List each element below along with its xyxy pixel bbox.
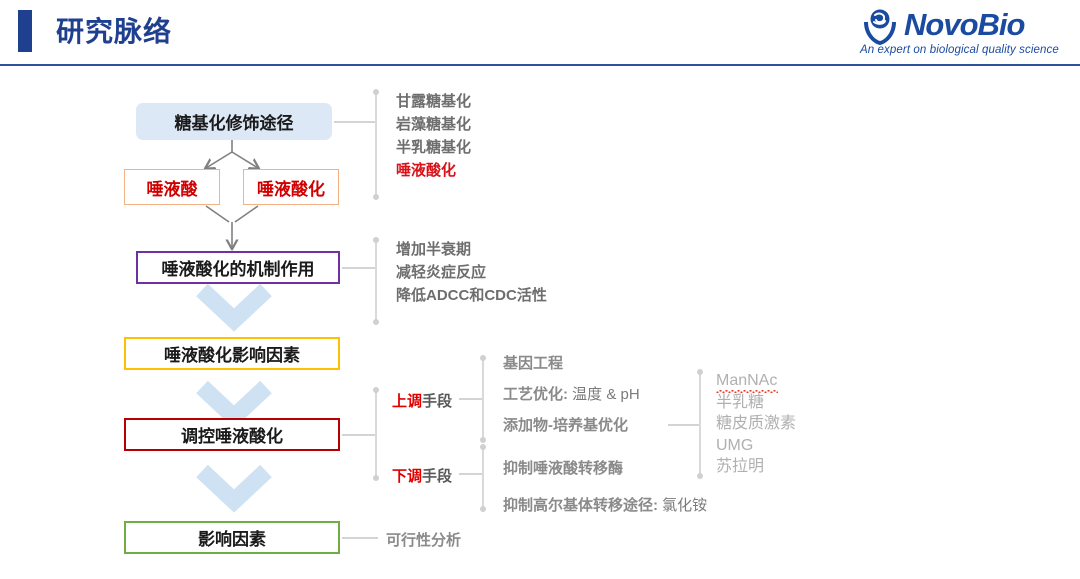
branch-label-downregulate: 下调手段 — [392, 465, 452, 486]
branch-label-upregulate: 上调手段 — [392, 390, 452, 411]
connector-down-dot-bottom — [480, 506, 486, 512]
connector-additives-v — [699, 372, 701, 476]
branch-item-inhibit-sialyltransferase: 抑制唾液酸转移酶 — [503, 457, 623, 478]
branch-item-inhibit-golgi: 抑制高尔基体转移途径: 氯化铵 — [503, 494, 707, 515]
connector-influence-h — [342, 537, 378, 539]
box-factors-label: 唾液酸化影响因素 — [164, 346, 300, 365]
connector-glyco-h — [334, 121, 376, 123]
connector-mechanism-dot-bottom — [373, 319, 379, 325]
list-item: 半乳糖基化 — [396, 139, 472, 156]
branch-item-process-optimization-tail: 温度 & pH — [568, 386, 640, 403]
connector-mechanism-v — [375, 240, 377, 322]
connector-regulation-v — [375, 390, 377, 478]
list-item: 增加半衰期 — [396, 241, 472, 258]
header-divider — [0, 64, 1080, 66]
connector-glyco-dot-top — [373, 89, 379, 95]
branch-item-inhibit-sialyltransferase-strong: 抑制唾液酸转移酶 — [503, 460, 624, 477]
branch-item-gene-engineering: 基因工程 — [503, 352, 563, 373]
list-item: 降低ADCC和CDC活性 — [396, 287, 547, 304]
logo-wordmark: NovoBio — [904, 7, 1025, 42]
connector-up-v — [482, 358, 484, 440]
box-sialic-acid-label: 唾液酸 — [146, 179, 198, 199]
list-item: 减轻炎症反应 — [396, 264, 487, 281]
box-glyco-pathway[interactable]: 糖基化修饰途径 — [136, 103, 332, 140]
box-sialic-acid[interactable]: 唾液酸 — [124, 169, 220, 205]
list-item: 苏拉明 — [716, 458, 765, 475]
list-item: UMG — [716, 436, 754, 454]
box-influence-label: 影响因素 — [198, 530, 266, 549]
connector-glyco-dot-bottom — [373, 194, 379, 200]
title-accent-bar — [18, 10, 32, 52]
list-glyco-types: 甘露糖基化 岩藻糖基化 半乳糖基化 唾液酸化 — [396, 90, 471, 182]
list-item: 半乳糖 — [716, 393, 765, 411]
logo-tagline: An expert on biological quality science — [860, 44, 1059, 56]
slide-header: 研究脉络 NovoBio An expert on biological qua… — [0, 0, 1080, 66]
logo-mark-icon — [858, 8, 902, 48]
connector-up-dot-bottom — [480, 437, 486, 443]
list-additives: ManNAc 半乳糖 糖皮质激素 UMG 苏拉明 — [716, 370, 796, 478]
branch-item-process-optimization-strong: 工艺优化: — [503, 386, 568, 403]
list-item: 糖皮质激素 — [716, 415, 797, 432]
connector-down-dot-top — [480, 444, 486, 450]
list-item: ManNAc — [716, 372, 778, 389]
branch-item-additive-media-strong: 添加物-培养基优化 — [503, 417, 628, 434]
branch-label-upregulate-highlight: 上调 — [392, 393, 423, 410]
box-influence[interactable]: 影响因素 — [124, 521, 340, 554]
box-factors[interactable]: 唾液酸化影响因素 — [124, 337, 340, 370]
list-item: 甘露糖基化 — [396, 93, 472, 110]
connector-regulation-dot-top — [373, 387, 379, 393]
list-item: 岩藻糖基化 — [396, 116, 472, 133]
page-title: 研究脉络 — [56, 16, 173, 47]
list-mechanism-effects: 增加半衰期 减轻炎症反应 降低ADCC和CDC活性 — [396, 238, 547, 307]
connector-up-h — [459, 398, 483, 400]
connector-down-h — [459, 473, 483, 475]
box-glyco-pathway-label: 糖基化修饰途径 — [174, 114, 294, 133]
branch-item-process-optimization: 工艺优化: 温度 & pH — [503, 383, 640, 404]
box-sialylation-label: 唾液酸化 — [257, 179, 325, 199]
connector-mechanism-h — [342, 267, 376, 269]
influence-note: 可行性分析 — [386, 529, 461, 550]
branch-item-inhibit-golgi-strong: 抑制高尔基体转移途径: — [503, 497, 658, 514]
branch-label-downregulate-highlight: 下调 — [392, 468, 423, 485]
connector-regulation-h — [342, 434, 376, 436]
connector-down-v — [482, 447, 484, 509]
branch-item-inhibit-golgi-tail: 氯化铵 — [658, 497, 708, 514]
list-item: 唾液酸化 — [396, 162, 457, 179]
branch-label-downregulate-rest: 手段 — [422, 468, 453, 485]
novobio-logo: NovoBio An expert on biological quality … — [858, 6, 1076, 60]
connector-additives-dot-bottom — [697, 473, 703, 479]
connector-mechanism-dot-top — [373, 237, 379, 243]
influence-note-label: 可行性分析 — [386, 532, 462, 549]
connector-additives-h — [668, 424, 700, 426]
box-sialylation[interactable]: 唾液酸化 — [243, 169, 339, 205]
connector-glyco-v — [375, 92, 377, 197]
branch-label-upregulate-rest: 手段 — [422, 393, 453, 410]
connector-additives-dot-top — [697, 369, 703, 375]
box-mechanism[interactable]: 唾液酸化的机制作用 — [136, 251, 340, 284]
spellcheck-underline-icon — [716, 390, 778, 393]
box-regulation-label: 调控唾液酸化 — [181, 427, 283, 446]
connector-regulation-dot-bottom — [373, 475, 379, 481]
branch-item-additive-media: 添加物-培养基优化 — [503, 414, 628, 435]
connector-up-dot-top — [480, 355, 486, 361]
box-mechanism-label: 唾液酸化的机制作用 — [161, 260, 315, 279]
branch-item-gene-engineering-strong: 基因工程 — [503, 355, 564, 372]
box-regulation[interactable]: 调控唾液酸化 — [124, 418, 340, 451]
